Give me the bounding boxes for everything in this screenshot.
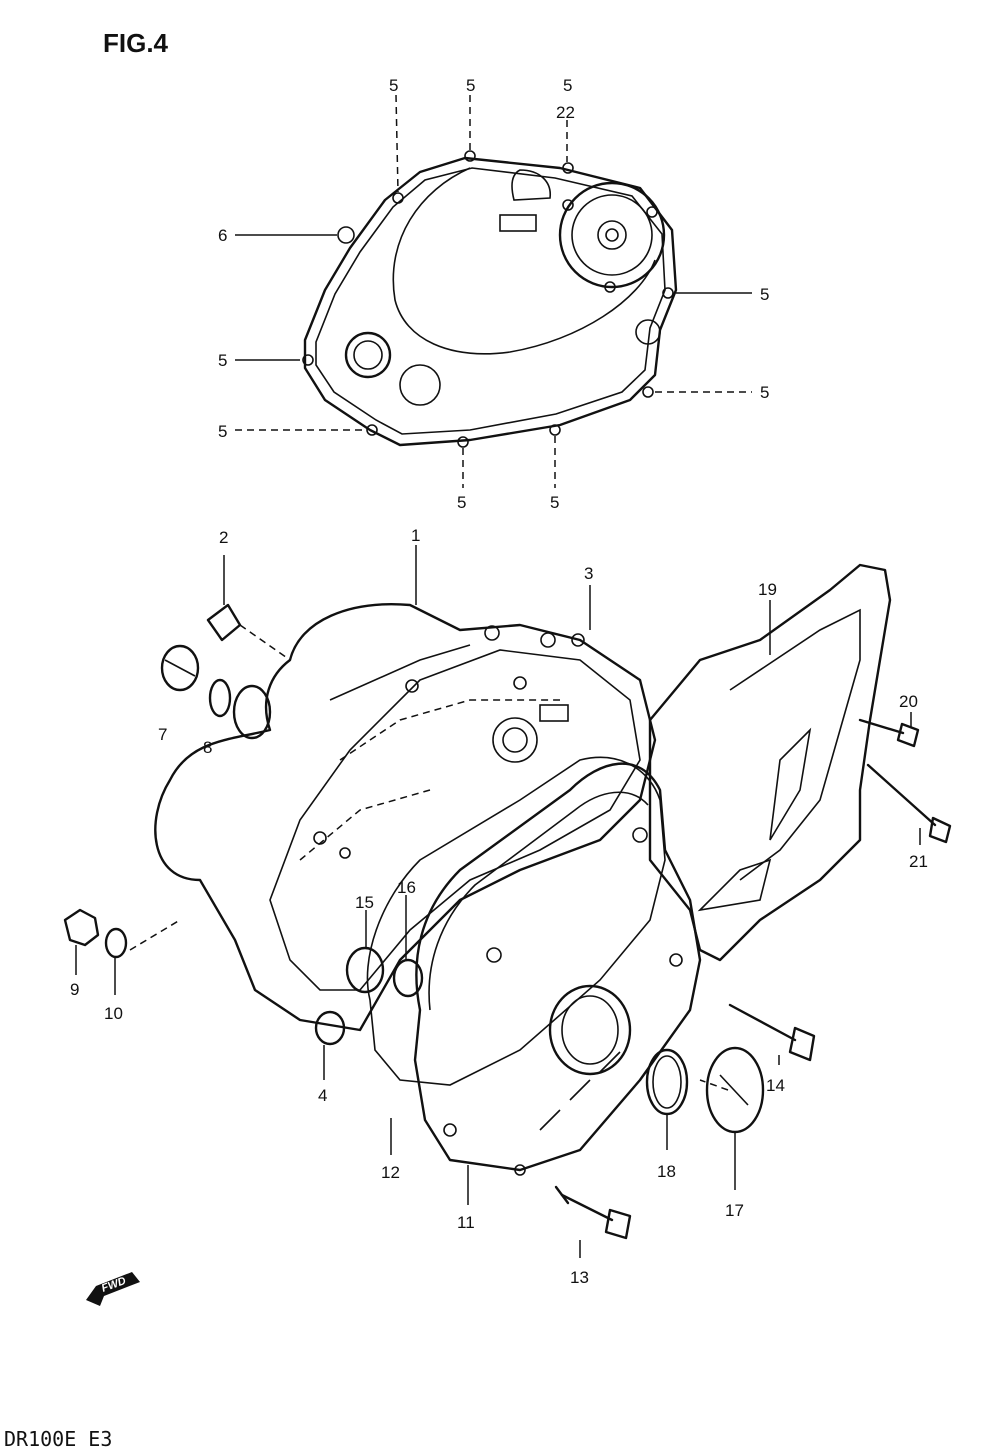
gasket-leaders [235,94,752,488]
label-part-5: 5 [218,422,227,441]
label-part-16: 16 [397,878,416,897]
small-parts [63,603,952,1240]
label-part-22: 22 [556,103,575,122]
model-code: DR100E E3 [4,1427,112,1451]
label-part-9: 9 [70,980,79,999]
label-part-1: 1 [411,526,420,545]
sprocket-cover [648,563,892,962]
label-part-17: 17 [725,1201,744,1220]
label-part-5: 5 [218,351,227,370]
label-part-15: 15 [355,893,374,912]
clutch-cover-gasket [302,150,678,448]
label-part-8: 8 [203,738,212,757]
label-part-14: 14 [766,1076,785,1095]
crankcase-gasket [366,756,666,1086]
label-part-4: 4 [318,1086,327,1105]
label-part-20: 20 [899,692,918,711]
label-part-10: 10 [104,1004,123,1023]
label-part-5: 5 [563,76,572,95]
label-part-5: 5 [466,76,475,95]
label-part-3: 3 [584,564,593,583]
label-part-12: 12 [381,1163,400,1182]
assembly-labels: 2 1 3 19 7 8 20 21 15 16 9 10 4 14 12 18… [70,526,928,1287]
label-part-21: 21 [909,852,928,871]
assembly-leaders [75,545,921,1258]
label-part-7: 7 [158,725,167,744]
label-part-13: 13 [570,1268,589,1287]
crankcase-cover-left [154,603,657,1032]
label-part-18: 18 [657,1162,676,1181]
label-part-5: 5 [389,76,398,95]
label-part-2: 2 [219,528,228,547]
label-part-5: 5 [760,285,769,304]
label-part-11: 11 [457,1213,475,1232]
label-part-5: 5 [457,493,466,512]
label-part-19: 19 [758,580,777,599]
forward-arrow-icon: FWD [86,1272,140,1306]
figure-title: FIG.4 [103,28,169,58]
gasket-labels: 5 5 5 22 6 5 5 5 5 5 5 [218,76,769,512]
label-part-5: 5 [550,493,559,512]
label-part-6: 6 [218,226,227,245]
magneto-cover [413,762,702,1176]
label-part-5: 5 [760,383,769,402]
